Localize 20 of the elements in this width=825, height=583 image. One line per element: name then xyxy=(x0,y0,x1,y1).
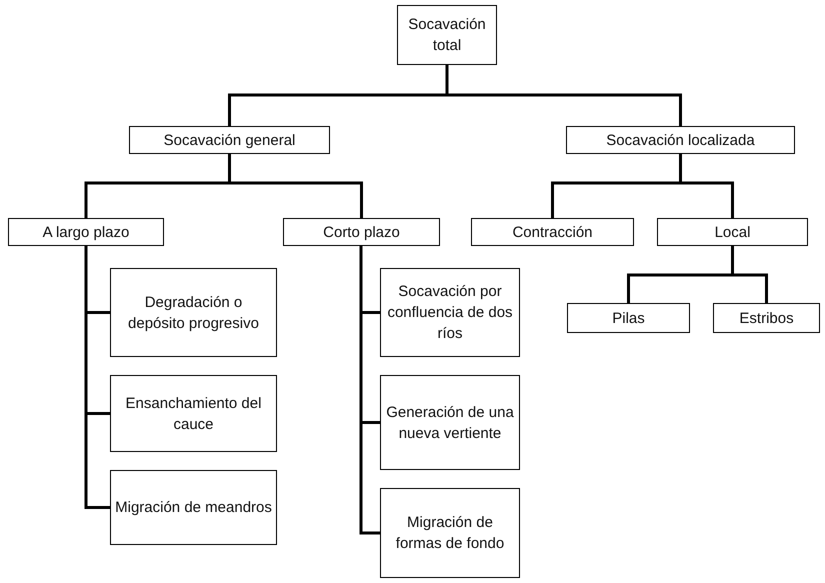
text-box: Local xyxy=(657,218,808,246)
text-box: Pilas xyxy=(567,303,690,333)
connector-line xyxy=(679,154,734,218)
text-box: Contracción xyxy=(471,218,634,246)
text-box: Degradación o depósito progresivo xyxy=(110,268,277,357)
text-box: Corto plazo xyxy=(283,218,440,246)
text-box: Socavación total xyxy=(397,5,497,65)
text-box: Socavación por confluencia de dos ríos xyxy=(380,268,520,357)
text-box: Ensanchamiento del cauce xyxy=(110,375,277,452)
text-box: Socavación localizada xyxy=(566,126,795,154)
text-box: Socavación general xyxy=(129,126,330,154)
text-box: Estribos xyxy=(713,303,820,333)
connector-line xyxy=(360,246,380,534)
connector-line xyxy=(84,246,110,509)
text-box: A largo plazo xyxy=(8,218,164,246)
connector-line xyxy=(731,246,768,303)
text-box: Generación de una nueva vertiente xyxy=(380,375,520,470)
text-box: Migración de meandros xyxy=(110,470,277,545)
text-box: Migración de formas de fondo xyxy=(380,488,520,578)
connector-line xyxy=(228,154,363,218)
